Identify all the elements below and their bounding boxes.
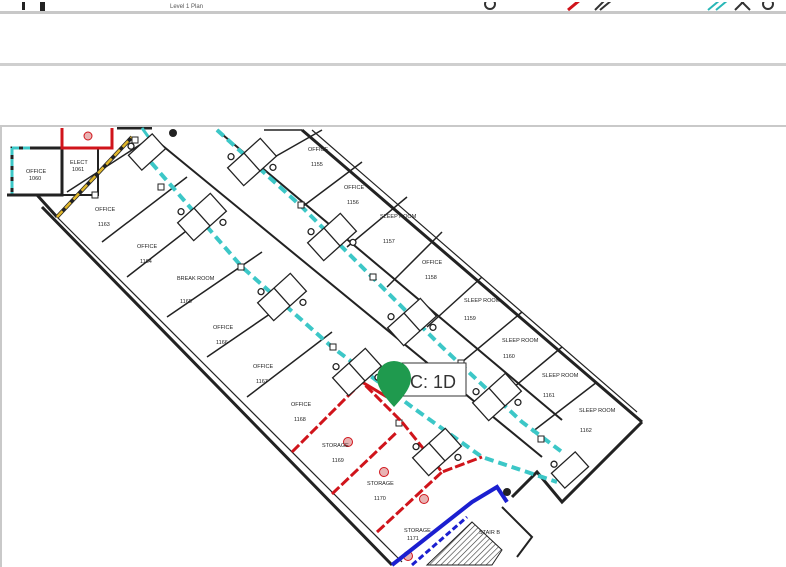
room-number: 1165 bbox=[180, 299, 192, 305]
room-name: STORAGE bbox=[404, 528, 431, 534]
room-name: OFFICE bbox=[308, 147, 328, 153]
toolbar-cross-icon[interactable] bbox=[734, 0, 751, 11]
room-name: OFFICE bbox=[344, 185, 364, 191]
room-number: 1060 bbox=[29, 176, 41, 182]
room-number: 1061 bbox=[72, 167, 84, 173]
room-number: 1159 bbox=[464, 316, 476, 322]
room-name: ELECT bbox=[70, 160, 88, 166]
room-name: SLEEP ROOM bbox=[380, 214, 417, 220]
room-name: BREAK ROOM bbox=[177, 276, 215, 282]
room-name: OFFICE bbox=[291, 402, 311, 408]
map-pin-icon[interactable] bbox=[377, 361, 411, 407]
furniture-clusters bbox=[127, 132, 590, 490]
room-number: 1170 bbox=[374, 496, 386, 502]
floor-plan-canvas[interactable]: OFFICE 1060 ELECT 1061 OFFICE 1163 OFFIC… bbox=[2, 127, 786, 567]
room-number: 1167 bbox=[256, 379, 268, 385]
toolbar-end-icon[interactable] bbox=[762, 0, 774, 10]
location-marker[interactable]: C: 1D bbox=[377, 361, 467, 407]
stair-wall bbox=[501, 506, 534, 558]
room-name: OFFICE bbox=[253, 364, 273, 370]
upper-left-rooms bbox=[7, 127, 177, 219]
toolbar-hatch-icon[interactable] bbox=[594, 0, 613, 11]
room-number: 1158 bbox=[425, 275, 437, 281]
room-number: 1162 bbox=[580, 428, 592, 434]
route-nodes bbox=[91, 136, 545, 443]
section-divider bbox=[0, 63, 786, 66]
room-number: 1156 bbox=[347, 200, 359, 206]
toolbar-mark-left bbox=[22, 2, 25, 10]
top-toolbar-strip: Level 1 Plan bbox=[0, 0, 786, 14]
room-number: 1164 bbox=[140, 259, 152, 265]
room-name: OFFICE bbox=[422, 260, 442, 266]
room-number: 1155 bbox=[311, 162, 323, 168]
room-number: 1163 bbox=[98, 222, 110, 228]
blue-stair-dashed bbox=[411, 515, 468, 567]
room-number: 1166 bbox=[216, 340, 228, 346]
room-name: SLEEP ROOM bbox=[502, 338, 539, 344]
toolbar-red-stroke-icon[interactable] bbox=[567, 0, 581, 11]
top-strip-graphics: Level 1 Plan bbox=[22, 0, 774, 11]
room-number: 1157 bbox=[383, 239, 395, 245]
room-number: 1171 bbox=[407, 536, 419, 542]
storage-red-zone bbox=[290, 379, 483, 561]
room-name: SLEEP ROOM bbox=[579, 408, 616, 414]
floor-plan-frame[interactable]: OFFICE 1060 ELECT 1061 OFFICE 1163 OFFIC… bbox=[0, 125, 786, 567]
toolbar-icon-left bbox=[40, 2, 45, 11]
room-name: OFFICE bbox=[26, 169, 46, 175]
room-name: OFFICE bbox=[213, 325, 233, 331]
corridor-route-left bbox=[140, 150, 558, 484]
stair-node bbox=[503, 488, 511, 496]
room-labels-left: OFFICE 1060 ELECT 1061 OFFICE 1163 OFFIC… bbox=[26, 160, 500, 542]
room-number: 1168 bbox=[294, 417, 306, 423]
room-labels-right: OFFICE 1155 OFFICE 1156 SLEEP ROOM 1157 … bbox=[308, 147, 616, 434]
room-name: STORAGE bbox=[367, 481, 394, 487]
building-outline bbox=[40, 128, 644, 567]
room-name: OFFICE bbox=[137, 244, 157, 250]
room-name: STAIR B bbox=[479, 530, 500, 536]
marker-label-box bbox=[401, 362, 467, 397]
yellow-route bbox=[56, 136, 133, 218]
toolbar-teal-icon[interactable] bbox=[707, 0, 729, 11]
room-name: SLEEP ROOM bbox=[464, 298, 501, 304]
room-number: 1169 bbox=[332, 458, 344, 464]
room-number: 1160 bbox=[503, 354, 515, 360]
toolbar-circle-icon[interactable] bbox=[484, 0, 496, 10]
top-strip-label: Level 1 Plan bbox=[170, 4, 203, 10]
room-name: STORAGE bbox=[322, 443, 349, 449]
room-name: OFFICE bbox=[95, 207, 115, 213]
room-number: 1161 bbox=[543, 393, 555, 399]
marker-label: C: 1D bbox=[410, 372, 456, 392]
room-name: SLEEP ROOM bbox=[542, 373, 579, 379]
blue-stair-line bbox=[390, 484, 509, 567]
